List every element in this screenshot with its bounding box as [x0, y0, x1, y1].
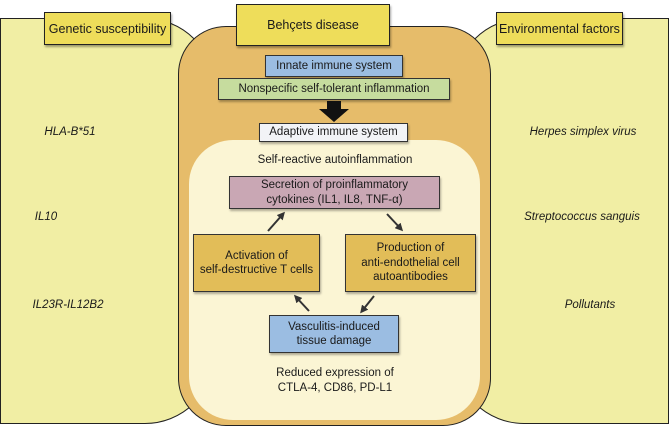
environmental-factors-header: Environmental factors — [496, 12, 623, 45]
autoantibody-production-line3: autoantibodies — [373, 271, 448, 284]
reduced-expression-line2: CTLA-4, CD86, PD-L1 — [277, 381, 393, 394]
arrow-tcell-to-cytokine — [267, 211, 285, 232]
adaptive-immune-box: Adaptive immune system — [259, 123, 408, 142]
environmental-item: Pollutants — [564, 299, 616, 311]
vasculitis-tissue-damage-box: Vasculitis-induced tissue damage — [269, 315, 399, 353]
gene-item: IL10 — [34, 211, 58, 223]
cytokine-secretion-line1: Secretion of proinflammatory — [260, 179, 408, 192]
nonspecific-inflammation-box: Nonspecific self-tolerant inflammation — [218, 78, 450, 100]
gene-item: HLA-B*51 — [44, 126, 96, 138]
arrow-vasculitis-to-tcell — [293, 294, 310, 312]
environmental-item: Herpes simplex virus — [529, 126, 637, 138]
innate-immune-box: Innate immune system — [265, 55, 403, 77]
autoantibody-production-line1: Production of — [376, 242, 445, 255]
autoantibody-production-line2: anti-endothelial cell — [361, 256, 460, 269]
t-cell-activation-line2: self-destructive T cells — [199, 264, 314, 276]
vasculitis-line1: Vasculitis-induced — [288, 320, 380, 333]
autoantibody-production-box: Production of anti-endothelial cell auto… — [345, 234, 476, 292]
arrow-cytokine-to-antibody — [386, 213, 404, 232]
self-reactive-label: Self-reactive autoinflammation — [257, 154, 413, 166]
vasculitis-line2: tissue damage — [296, 335, 372, 347]
environmental-item: Streptococcus sanguis — [524, 211, 640, 223]
genetic-susceptibility-header: Genetic susceptibility — [44, 12, 171, 45]
arrow-antibody-to-vasculitis — [360, 295, 375, 314]
cytokine-secretion-box: Secretion of proinflammatory cytokines (… — [229, 176, 440, 209]
reduced-expression-line1: Reduced expression of — [276, 367, 394, 379]
behcets-disease-header: Behçets disease — [236, 4, 390, 46]
cytokine-secretion-line2: cytokines (IL1, IL8, TNF-α) — [266, 193, 403, 206]
down-arrow-icon — [319, 101, 349, 122]
t-cell-activation-line1: Activation of — [225, 249, 288, 262]
t-cell-activation-box: Activation of self-destructive T cells — [193, 234, 320, 292]
reduced-expression-text: Reduced expression of CTLA-4, CD86, PD-L… — [229, 366, 441, 396]
gene-item: IL23R-IL12B2 — [32, 299, 104, 311]
